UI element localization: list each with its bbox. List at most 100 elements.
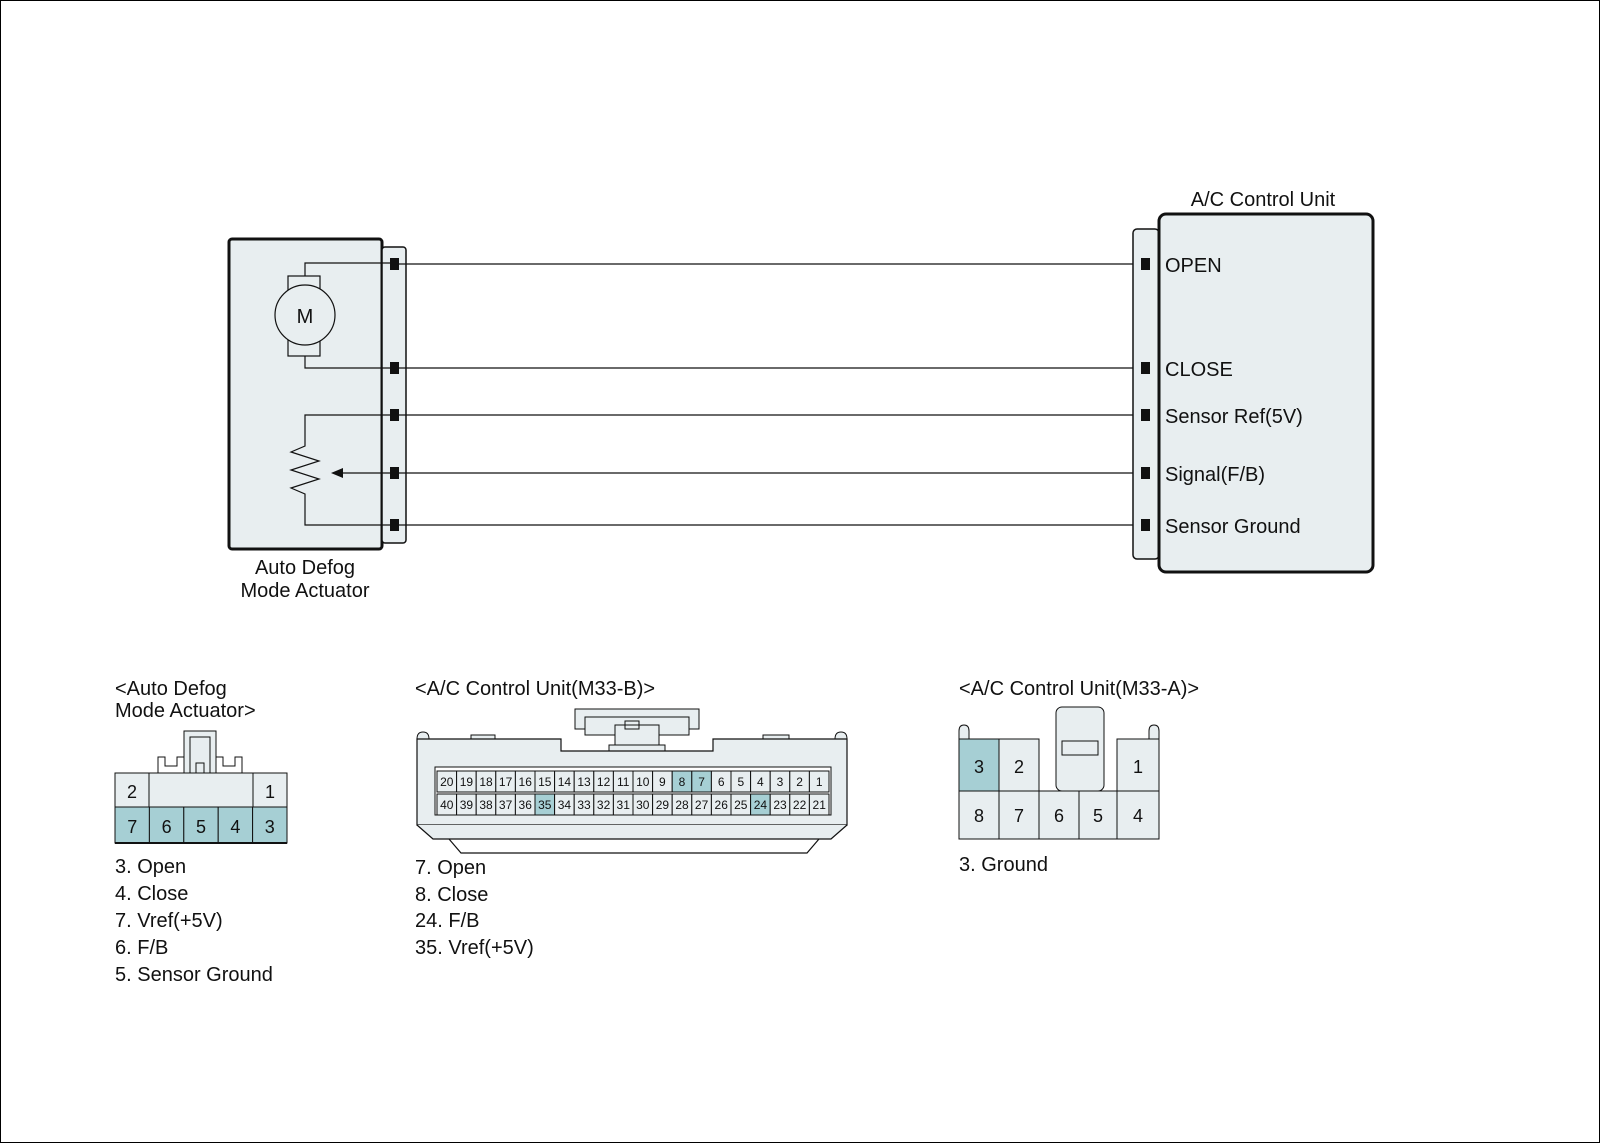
m33b-pin-label: 21: [813, 798, 827, 812]
m33a-pin-cell: [998, 790, 1040, 840]
m33b-pin-label: 29: [656, 798, 670, 812]
actuator-connector-title-line1: <Auto Defog: [115, 678, 227, 700]
m33b-pin-label: 27: [695, 798, 709, 812]
m33a-pin-label: 1: [1133, 757, 1143, 777]
m33b-pin-label: 4: [757, 775, 764, 789]
actuator-note: 5. Sensor Ground: [115, 964, 273, 986]
m33a-pin-label: 5: [1093, 806, 1103, 826]
m33b-pin-label: 24: [754, 798, 768, 812]
m33b-pin-label: 11: [617, 775, 630, 789]
actuator-block: M Auto Defog Mode Actuator: [227, 237, 407, 602]
potentiometer-icon: [289, 414, 394, 526]
actuator-pin: [390, 409, 399, 421]
ac-unit-title: A/C Control Unit: [1191, 189, 1336, 211]
ac-unit-connector-housing: [1132, 228, 1160, 560]
m33b-pin-label: 5: [737, 775, 744, 789]
actuator-pin-label: 6: [162, 817, 172, 837]
actuator-pin: [390, 258, 399, 270]
m33b-pin-label: 38: [479, 798, 493, 812]
ac-unit-pin: [1141, 362, 1150, 374]
actuator-pin: [390, 519, 399, 531]
actuator-pin-label: 1: [265, 782, 275, 802]
m33b-pin-label: 16: [519, 775, 533, 789]
m33b-pin-label: 13: [577, 775, 591, 789]
actuator-title-line2: Mode Actuator: [241, 580, 370, 602]
m33b-pin-label: 23: [773, 798, 787, 812]
actuator-pin-label: 4: [230, 817, 240, 837]
actuator-note: 7. Vref(+5V): [115, 910, 223, 932]
m33a-pin-cell: [958, 790, 1000, 840]
m33a-pin-label: 6: [1054, 806, 1064, 826]
terminal-sensor-ref-label: Sensor Ref(5V): [1165, 406, 1303, 428]
actuator-pin-cell: [252, 772, 288, 808]
wires: [399, 263, 1141, 526]
m33a-pin-label: 2: [1014, 757, 1024, 777]
ac-control-unit-block: A/C Control Unit OPEN CLOSE Sensor Ref(5…: [1132, 189, 1375, 574]
m33b-note: 24. F/B: [415, 910, 479, 932]
actuator-pin-label: 3: [265, 817, 275, 837]
m33b-pin-label: 1: [816, 775, 823, 789]
terminal-open-label: OPEN: [1165, 255, 1222, 277]
actuator-note: 3. Open: [115, 856, 186, 878]
actuator-pin: [390, 467, 399, 479]
m33b-pin-label: 32: [597, 798, 611, 812]
m33b-pin-label: 9: [659, 775, 666, 789]
m33a-connector-title: <A/C Control Unit(M33-A)>: [959, 678, 1199, 700]
actuator-pin-cell: [114, 772, 150, 808]
m33b-pin-label: 28: [675, 798, 689, 812]
actuator-note: 4. Close: [115, 883, 188, 905]
ac-unit-pin: [1141, 258, 1150, 270]
actuator-connector-housing: [381, 246, 407, 544]
terminal-close-label: CLOSE: [1165, 359, 1233, 381]
actuator-pin-label: 5: [196, 817, 206, 837]
m33b-pin-label: 22: [793, 798, 807, 812]
m33b-pin-label: 40: [440, 798, 454, 812]
motor-icon: M: [274, 275, 336, 357]
m33b-pin-label: 33: [577, 798, 591, 812]
m33a-pin-cell: [1116, 790, 1160, 840]
m33b-pin-label: 30: [636, 798, 650, 812]
actuator-title-line1: Auto Defog: [255, 557, 355, 579]
m33b-pin-label: 20: [440, 775, 454, 789]
motor-label: M: [297, 306, 314, 328]
m33b-pin-label: 36: [519, 798, 533, 812]
m33b-pin-cell: [808, 793, 830, 816]
m33b-pin-label: 8: [679, 775, 686, 789]
m33a-pin-cell: [998, 738, 1040, 792]
m33b-pin-label: 37: [499, 798, 513, 812]
m33b-connector-title: <A/C Control Unit(M33-B)>: [415, 678, 655, 700]
actuator-pin-cell: [252, 806, 288, 844]
actuator-pin-cell: [148, 806, 185, 844]
m33a-pin-label: 4: [1133, 806, 1143, 826]
m33b-pin-label: 7: [698, 775, 705, 789]
actuator-pin-label: 7: [127, 817, 137, 837]
actuator-pin-cell: [114, 806, 150, 844]
m33b-pin-label: 39: [460, 798, 474, 812]
ac-unit-pin: [1141, 409, 1150, 421]
m33b-pin-label: 12: [597, 775, 611, 789]
m33a-note: 3. Ground: [959, 854, 1048, 876]
actuator-pin: [390, 362, 399, 374]
m33b-pin-label: 19: [460, 775, 474, 789]
m33b-pin-label: 18: [479, 775, 493, 789]
m33b-pin-label: 3: [777, 775, 784, 789]
ac-unit-pin: [1141, 519, 1150, 531]
m33b-note: 7. Open: [415, 857, 486, 879]
ac-unit-body: [1157, 212, 1375, 574]
actuator-connector-title-line2: Mode Actuator>: [115, 700, 256, 722]
actuator-pin-cell: [183, 806, 219, 844]
m33b-pin-label: 31: [617, 798, 631, 812]
m33b-note: 8. Close: [415, 884, 488, 906]
m33a-pin-cell: [958, 738, 1000, 792]
m33b-pin-label: 25: [734, 798, 748, 812]
m33b-pin-label: 14: [558, 775, 572, 789]
m33b-pin-label: 2: [796, 775, 803, 789]
m33a-pin-label: 3: [974, 757, 984, 777]
m33b-pin-label: 6: [718, 775, 725, 789]
m33b-pin-label: 35: [538, 798, 552, 812]
m33b-pin-cell: [808, 770, 830, 793]
